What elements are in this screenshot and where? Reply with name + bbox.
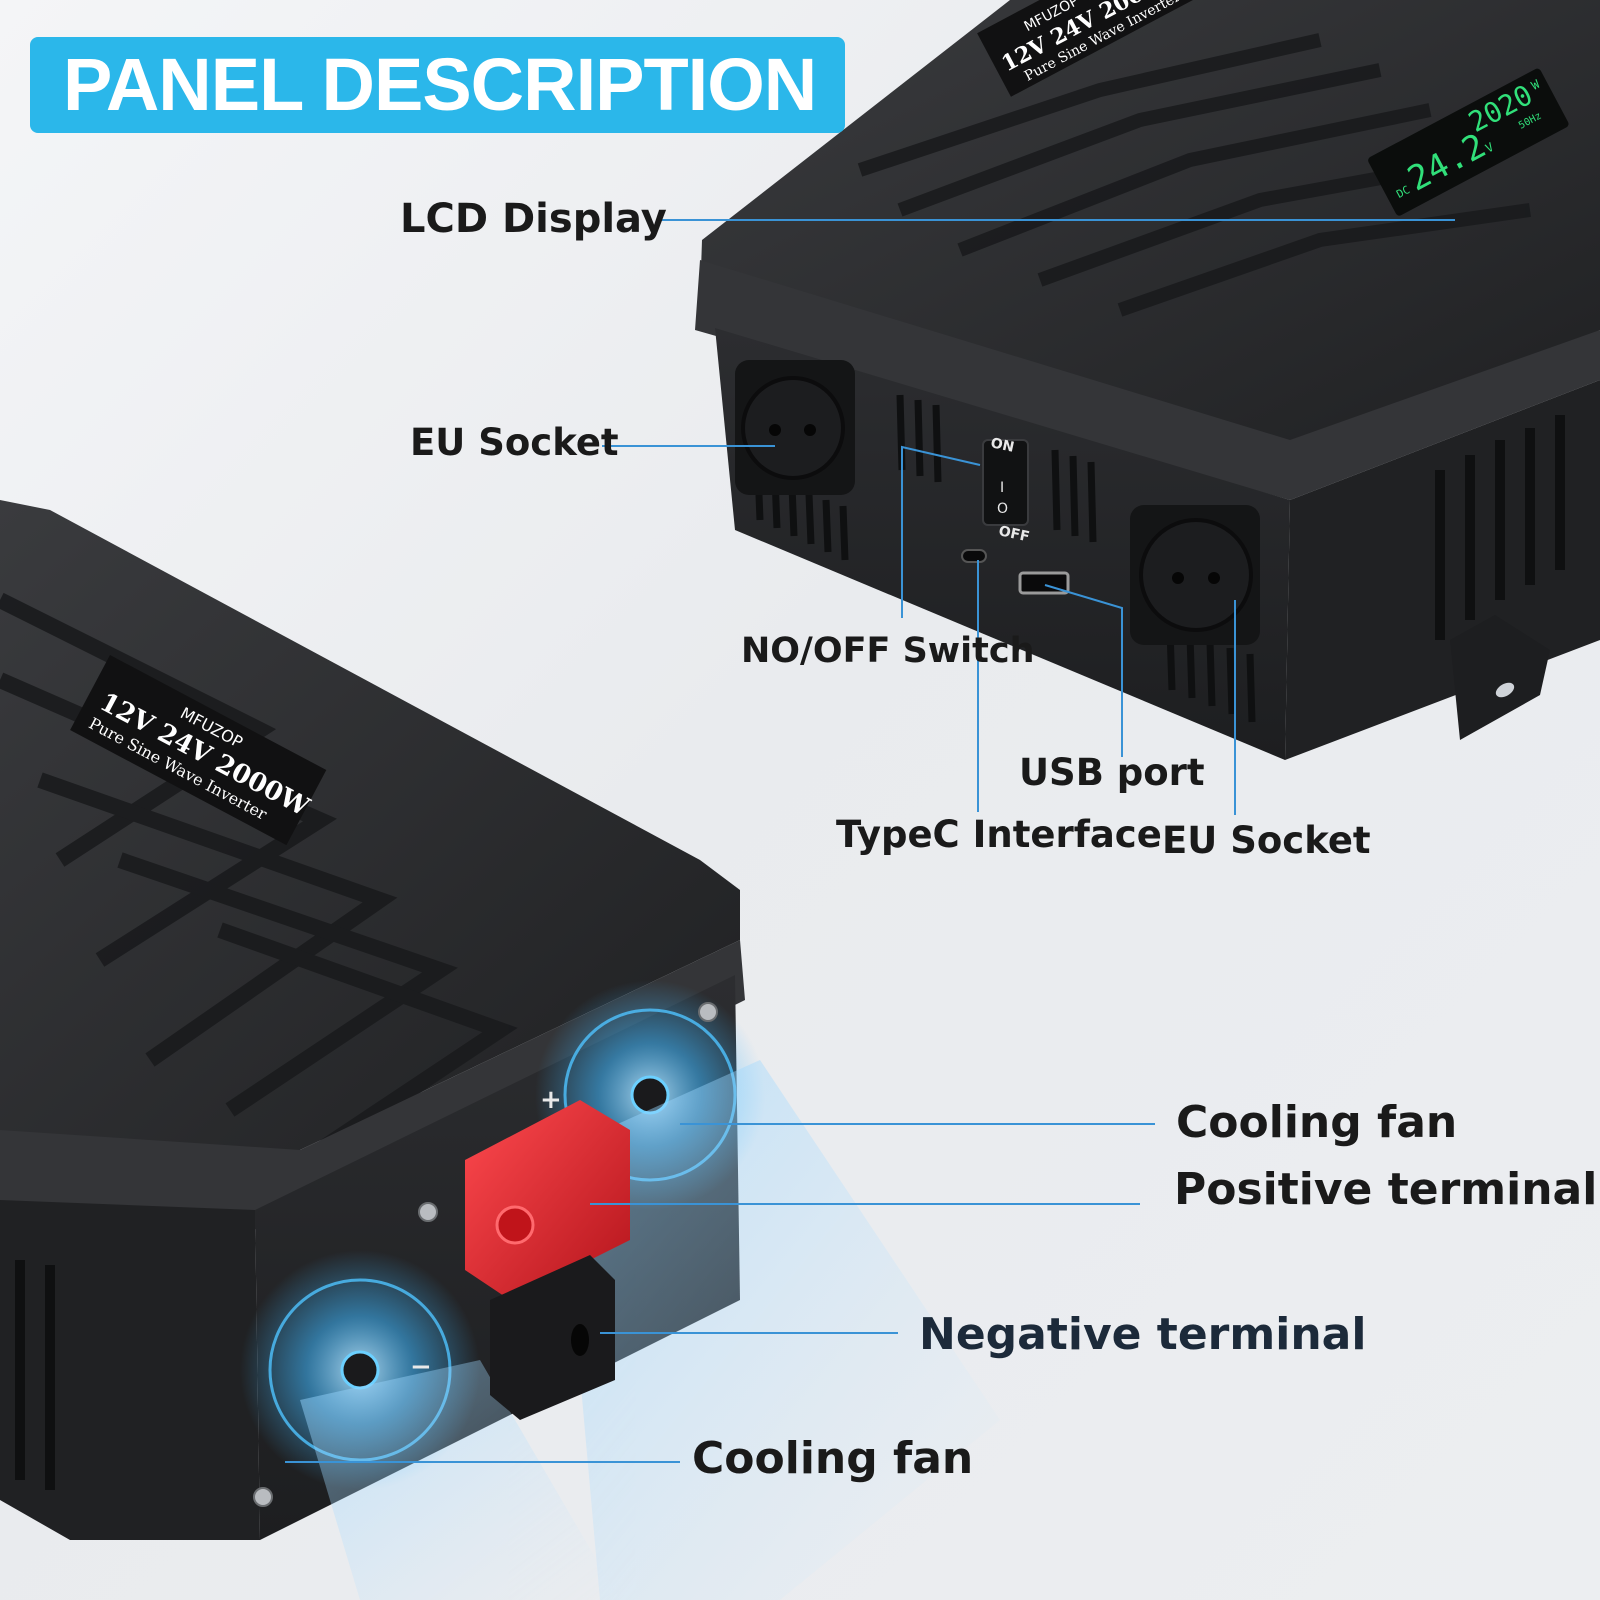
panel-description-banner: PANEL DESCRIPTION bbox=[30, 37, 845, 133]
eu-socket-left bbox=[735, 360, 855, 495]
eu-socket-right bbox=[1130, 505, 1260, 645]
rocker-switch: ON I O OFF bbox=[982, 435, 1031, 545]
screw-2 bbox=[418, 1202, 438, 1222]
callout-eu-socket-right: EU Socket bbox=[1162, 819, 1371, 862]
negative-terminal: − bbox=[410, 1255, 615, 1420]
switch-on-label: ON bbox=[989, 435, 1015, 456]
page-title: PANEL DESCRIPTION bbox=[63, 43, 817, 126]
bottom-inverter-bevel bbox=[0, 940, 745, 1230]
top-inverter-front-vents bbox=[754, 394, 1256, 723]
top-inverter-front-face bbox=[715, 328, 1290, 760]
callout-switch: NO/OFF Switch bbox=[741, 631, 1035, 671]
airflow-mist bbox=[300, 1060, 1000, 1600]
bracket-hole bbox=[1495, 682, 1515, 698]
bottom-inverter-side-fins bbox=[15, 1260, 55, 1490]
screw-1 bbox=[698, 1002, 718, 1022]
callout-cooling-fan-upper: Cooling fan bbox=[1176, 1097, 1458, 1148]
top-inverter: ON I O OFF MFUZOP 12V 24V 2000W Pure Sin… bbox=[695, 0, 1600, 760]
usb-callout-line bbox=[1044, 584, 1123, 757]
callout-typec-interface: TypeC Interface bbox=[836, 813, 1162, 856]
callout-lines bbox=[285, 219, 1455, 1463]
lcd-prefix: DC bbox=[1394, 183, 1412, 201]
screw-3 bbox=[253, 1487, 273, 1507]
bottom-inverter-side-face bbox=[0, 1200, 260, 1540]
bottom-inverter-top-surface bbox=[0, 500, 740, 1150]
typec-port bbox=[961, 549, 987, 563]
callout-negative-terminal: Negative terminal bbox=[919, 1309, 1367, 1360]
mounting-bracket bbox=[1450, 615, 1550, 740]
negative-sign: − bbox=[410, 1352, 432, 1382]
positive-sign: + bbox=[540, 1085, 562, 1115]
callout-cooling-fan-lower: Cooling fan bbox=[692, 1433, 974, 1484]
top-inverter-top-bevel bbox=[695, 260, 1600, 500]
top-inverter-side-fins bbox=[1435, 415, 1565, 640]
positive-terminal: + bbox=[465, 1085, 630, 1300]
switch-on-symbol: I bbox=[1000, 480, 1004, 496]
bottom-inverter-chevron-ribs bbox=[0, 592, 518, 1157]
callout-usb-port: USB port bbox=[1019, 751, 1205, 794]
callout-positive-terminal: Positive terminal bbox=[1174, 1164, 1598, 1215]
bottom-inverter: + − MFUZOP 12V 24V 2000W Pure Sine Wave … bbox=[0, 500, 1000, 1600]
switch-callout-line bbox=[901, 445, 981, 618]
switch-off-label: OFF bbox=[997, 523, 1031, 545]
callout-eu-socket-left: EU Socket bbox=[410, 421, 619, 464]
switch-off-symbol: O bbox=[997, 501, 1008, 517]
callout-lcd-display: LCD Display bbox=[400, 196, 667, 242]
